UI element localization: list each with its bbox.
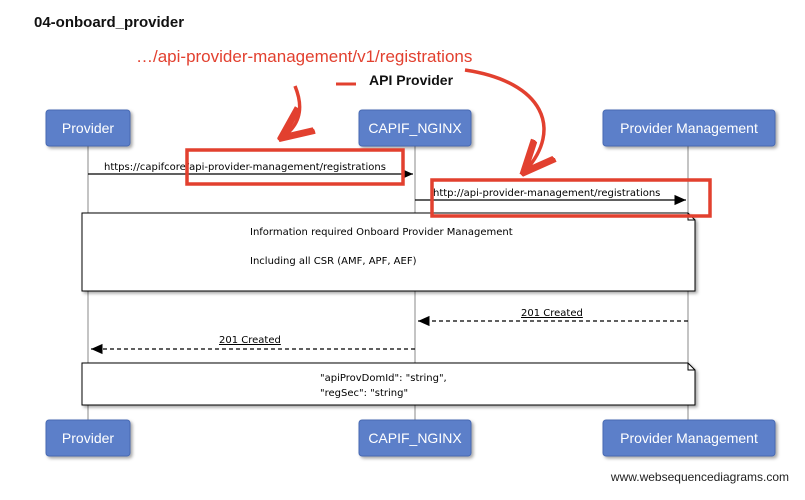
note-1-line-2: Including all CSR (AMF, APF, AEF) (250, 256, 417, 267)
participant-provider-top-label: Provider (62, 120, 114, 136)
note-box-1: Information required Onboard Provider Ma… (81, 212, 696, 292)
group-label: API Provider (369, 72, 454, 88)
participant-capif-nginx-bottom-label: CAPIF_NGINX (368, 430, 462, 446)
participant-capif-nginx-top: CAPIF_NGINX (358, 109, 472, 147)
message-label-2: http://api-provider-management/registrat… (433, 188, 660, 199)
message-label-3: 201 Created (521, 308, 583, 319)
participant-provider-top: Provider (45, 109, 131, 147)
message-label-1: https://capifcore/api-provider-managemen… (104, 162, 386, 173)
note-box-2: "apiProvDomId": "string", "regSec": "str… (81, 362, 696, 406)
diagram-title: 04-onboard_provider (34, 14, 185, 31)
highlight-box-url-1 (185, 148, 405, 186)
annotation-arrow-1 (284, 85, 300, 136)
participant-provider-management-top-label: Provider Management (620, 120, 758, 136)
participant-provider-management-top: Provider Management (602, 109, 776, 147)
note-1-line-1: Information required Onboard Provider Ma… (250, 227, 513, 238)
footer-watermark: www.websequencediagrams.com (610, 470, 789, 484)
participant-provider-management-bottom-label: Provider Management (620, 430, 758, 446)
highlight-box-url-2 (430, 178, 712, 218)
note-2-line-1: "apiProvDomId": "string", (320, 373, 447, 384)
participant-capif-nginx-bottom: CAPIF_NGINX (358, 419, 472, 457)
participant-provider-management-bottom: Provider Management (602, 419, 776, 457)
participant-provider-bottom-label: Provider (62, 430, 114, 446)
message-label-4: 201 Created (219, 335, 281, 346)
note-2-line-2: "regSec": "string" (320, 388, 408, 399)
red-annotation-text: …/api-provider-management/v1/registratio… (136, 47, 473, 66)
participant-provider-bottom: Provider (45, 419, 131, 457)
annotation-arrow-2 (464, 68, 544, 170)
participant-capif-nginx-top-label: CAPIF_NGINX (368, 120, 462, 136)
